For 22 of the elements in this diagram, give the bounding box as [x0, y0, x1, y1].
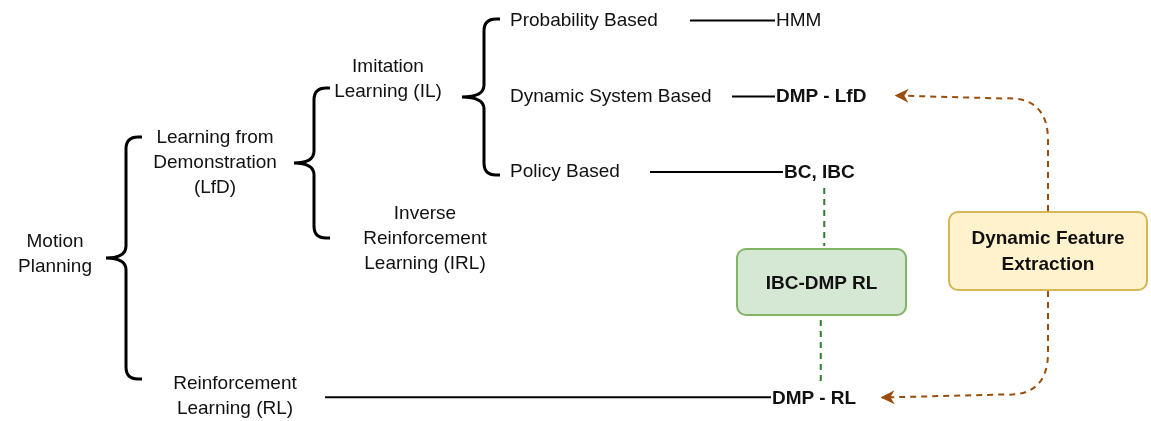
connector-line — [823, 187, 826, 247]
node-label: Inverse Reinforcement Learning (IRL) — [362, 201, 488, 275]
node-label: DMP - LfD — [776, 84, 868, 108]
arrow — [880, 290, 1049, 405]
node-label: Imitation Learning (IL) — [333, 54, 443, 103]
node-label: Dynamic System Based — [510, 84, 713, 108]
node-label: HMM — [776, 8, 823, 32]
connector-line — [649, 171, 784, 173]
node-label: Reinforcement Learning (RL) — [172, 371, 298, 420]
connector-line — [819, 319, 822, 384]
node-label: Motion Planning — [17, 229, 93, 278]
node-label: BC, IBC — [784, 160, 856, 184]
node-label: DMP - RL — [772, 386, 858, 410]
arrow — [894, 88, 1049, 212]
process-box: Dynamic Feature Extraction — [948, 211, 1148, 291]
node-label: Policy Based — [510, 159, 621, 183]
connector-line — [731, 95, 776, 98]
node-label: Learning from Demonstration (LfD) — [152, 125, 278, 199]
connector-line — [324, 396, 772, 399]
connector-line — [689, 19, 776, 22]
process-box: IBC-DMP RL — [736, 248, 907, 316]
node-label: Probability Based — [510, 8, 659, 32]
